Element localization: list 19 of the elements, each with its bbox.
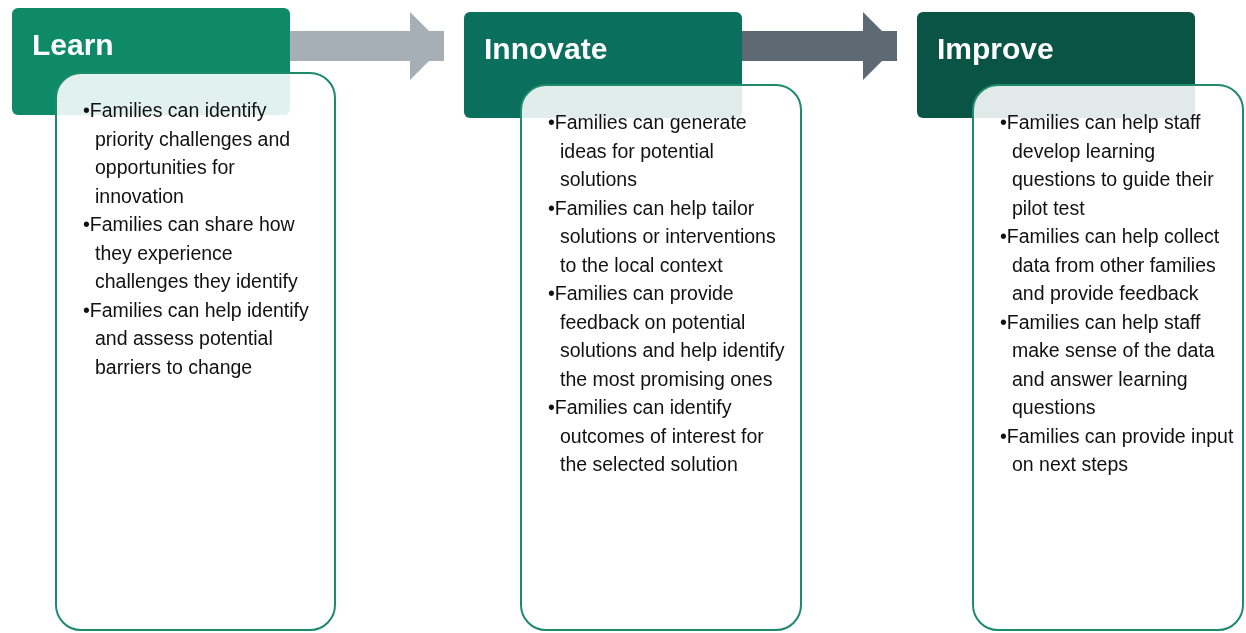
bullet-text: •Families can help collect data from other families and provide feedback [1000,224,1221,306]
arrow [290,12,444,80]
text-panel [972,84,1244,631]
arrow [742,12,897,80]
text-panel [520,84,802,631]
text-panel [55,72,336,631]
bullet-text: •Families can help identify and assess potential barriers to change [83,297,310,380]
bullet-text: •Families can identify outcomes of interest for the selected solution [548,395,765,477]
bullet-text: •Families can help staff develop learning questions to guide their pilot test [1000,110,1215,221]
bullet-text: •Families can help staff make sense of the data and answer learning questions [1000,309,1216,420]
bullet-text: •Families can generate ideas for potential solutions [548,110,748,192]
bullet-text: •Families can provide feedback on potential solutions and help identify the most promising ones [548,281,786,392]
stage-title: Innovate [484,32,609,66]
stage-title: Learn [32,28,115,62]
bullet-text: •Families can help tailor solutions or interventions to the local context [548,195,777,278]
bullet-text: •Families can identify priority challenges and opportunities for innovation [83,98,292,209]
bullet-text: •Families can provide input on next steps [1000,423,1234,477]
stage-title: Improve [937,32,1055,66]
bullet-text: •Families can share how they experience challenges they identify [83,212,299,294]
